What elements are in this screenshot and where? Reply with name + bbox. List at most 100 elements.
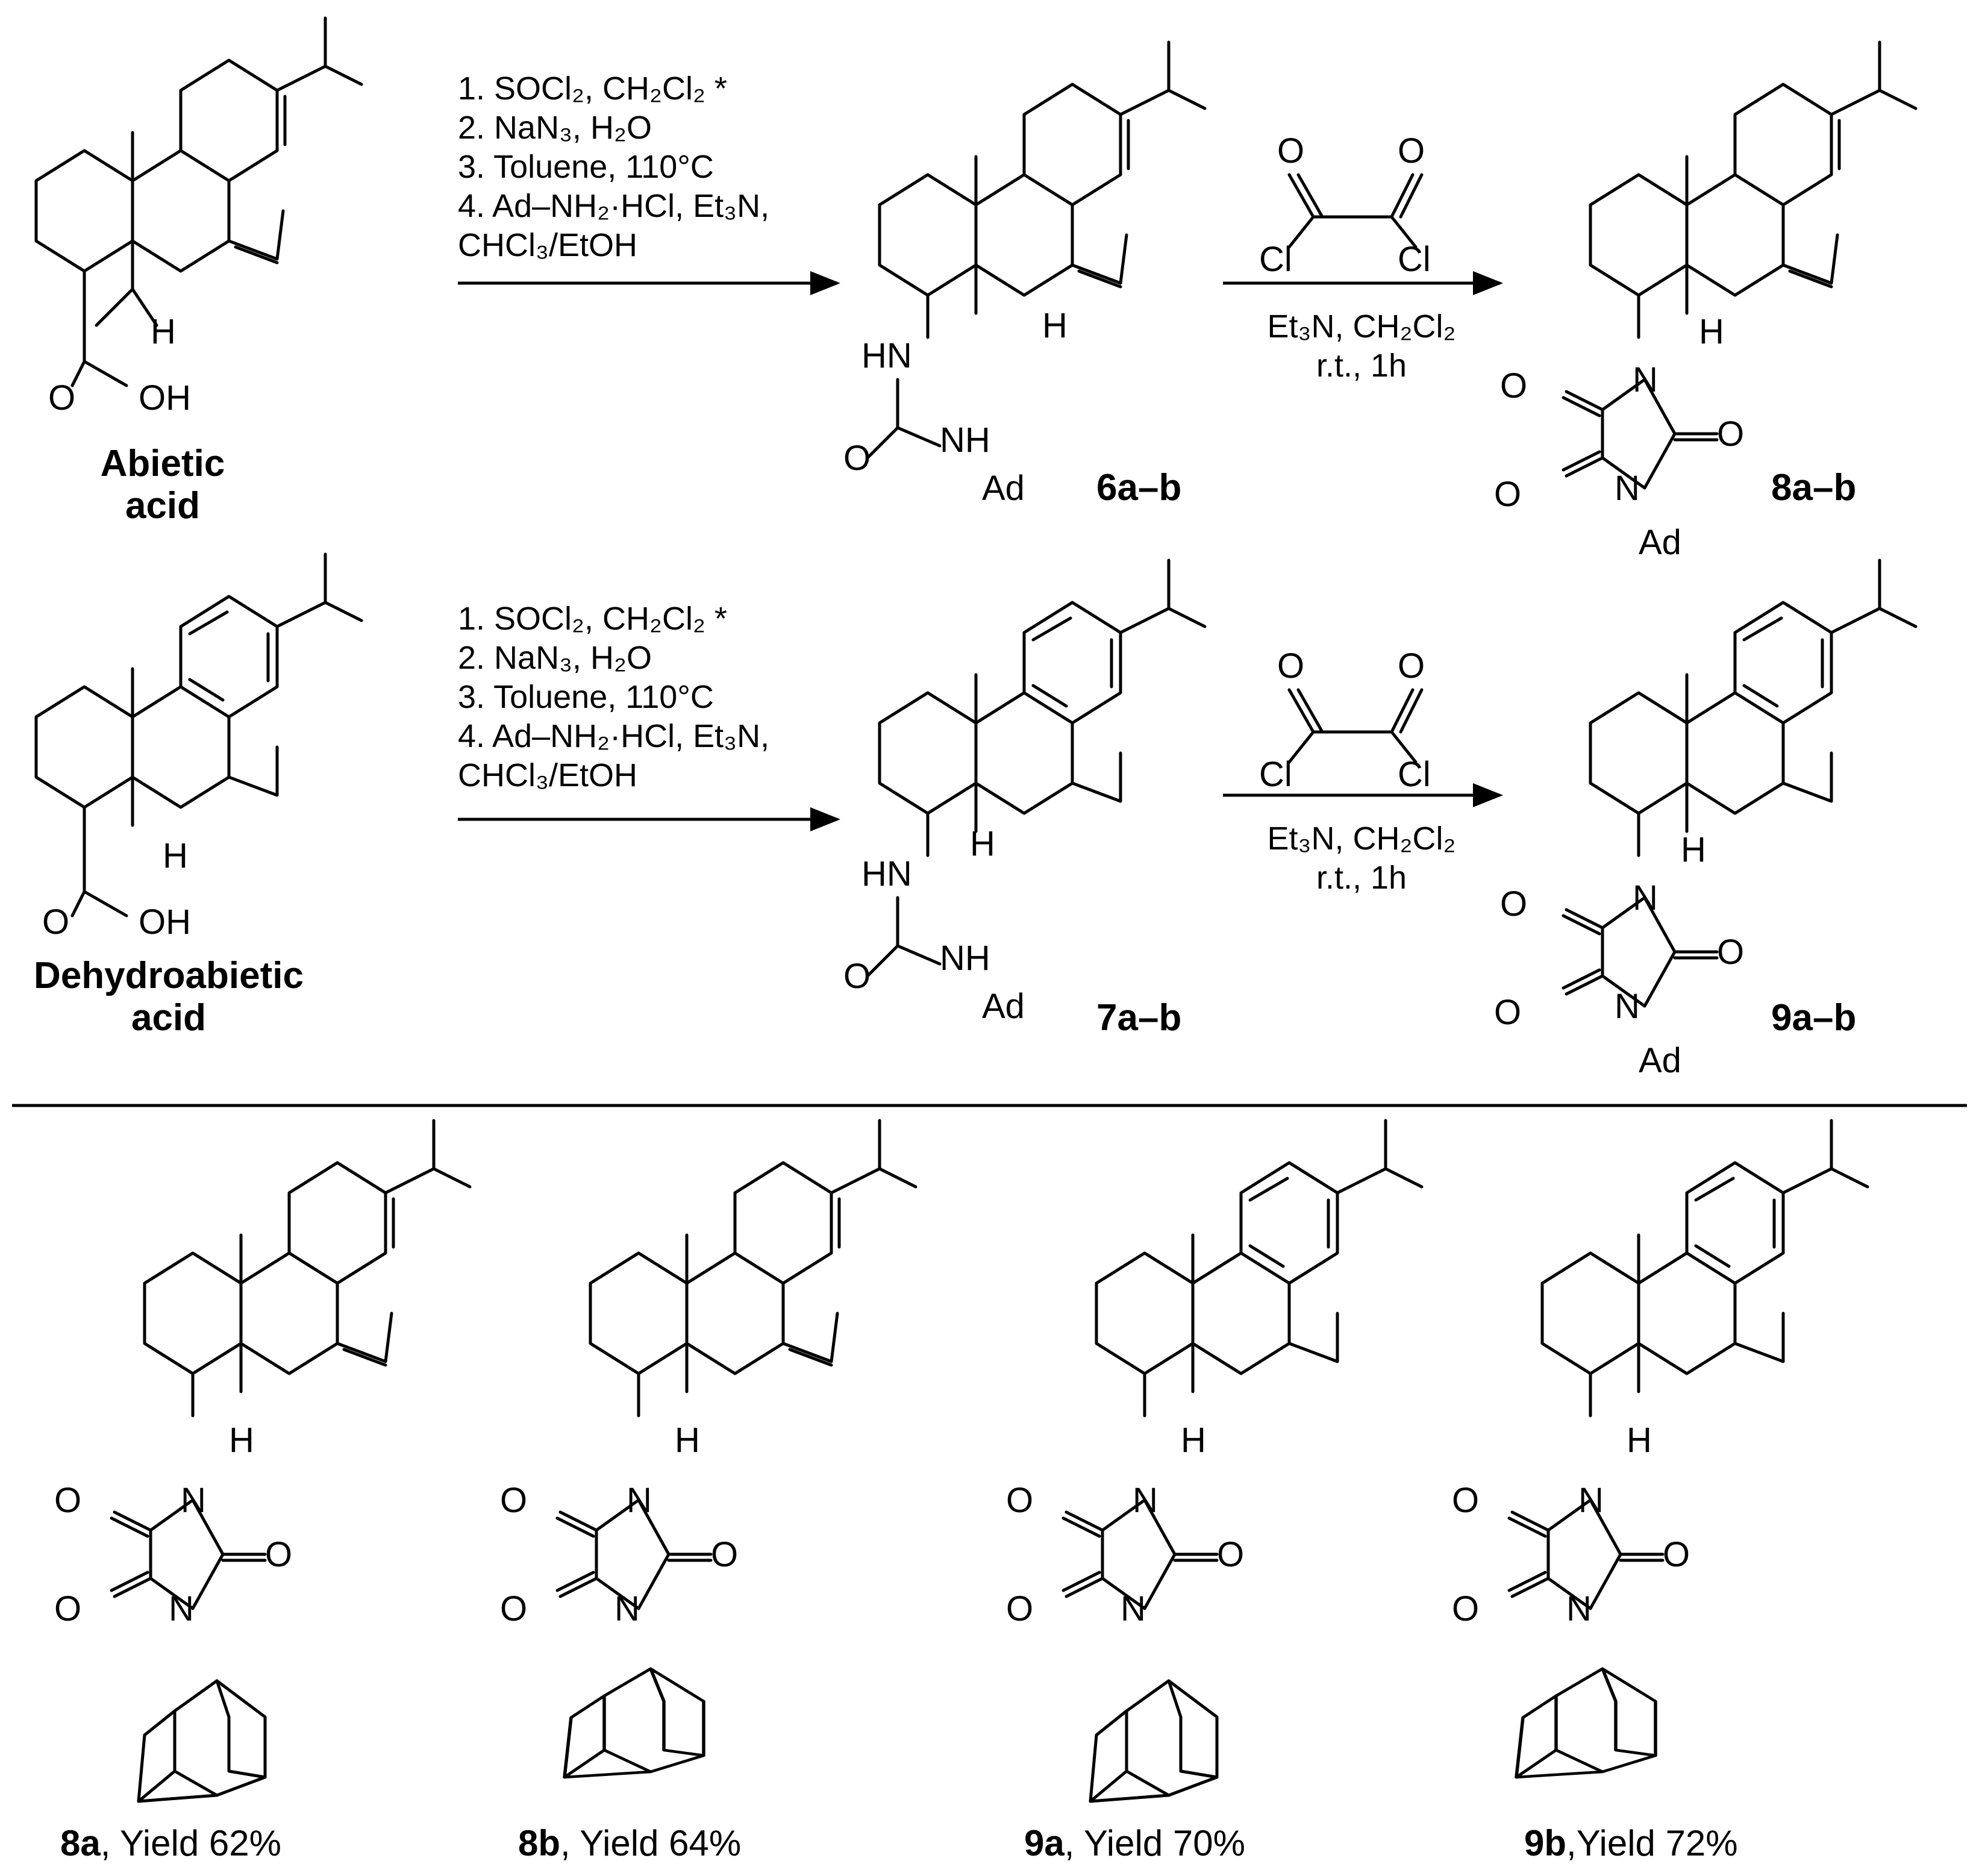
svg-text:O: O <box>500 1589 527 1628</box>
svg-text:O: O <box>1494 475 1521 514</box>
svg-text:H: H <box>1042 306 1068 345</box>
svg-text:NH: NH <box>940 421 990 460</box>
abietic-acid-label-1: Abietic <box>101 443 225 484</box>
svg-text:CHCl₃/EtOH: CHCl₃/EtOH <box>458 227 637 263</box>
svg-text:O: O <box>1398 131 1425 170</box>
yield-9b: 9b,Yield 72% <box>1524 1823 1738 1863</box>
svg-text:Et₃N, CH₂Cl₂: Et₃N, CH₂Cl₂ <box>1268 821 1456 857</box>
compound-9-label: 9a–b <box>1771 997 1856 1039</box>
svg-text:O: O <box>265 1535 292 1574</box>
svg-text:N: N <box>1133 1481 1158 1520</box>
svg-text:N: N <box>181 1481 206 1520</box>
svg-text:O: O <box>1663 1535 1690 1574</box>
reagents-step2-bottom: O O Cl Cl Et₃N, CH₂Cl₂ r.t., 1h <box>1223 646 1503 896</box>
svg-text:OH: OH <box>139 378 191 417</box>
svg-text:O: O <box>843 957 871 996</box>
svg-text:O: O <box>711 1535 738 1574</box>
dehydroabietic-acid-structure: H O OH <box>36 554 361 942</box>
reagents-step1-bottom: 1. SOCl₂, CH₂Cl₂ * 2. NaN₃, H₂O 3. Tolue… <box>458 601 840 831</box>
svg-text:r.t., 1h: r.t., 1h <box>1316 860 1407 896</box>
product-8b-structure: H N O O O N <box>500 1121 916 1777</box>
svg-text:NH: NH <box>940 939 990 978</box>
compound-9-structure: H N O O O N Ad <box>1494 560 1916 1080</box>
svg-text:3. Toluene, 110°C: 3. Toluene, 110°C <box>458 679 714 715</box>
svg-text:H: H <box>970 824 995 863</box>
abietic-acid-structure: H O OH <box>36 18 361 417</box>
svg-text:N: N <box>1566 1589 1592 1628</box>
svg-text:O: O <box>54 1589 81 1628</box>
compound-6-label: 6a–b <box>1096 467 1181 508</box>
svg-text:HN: HN <box>861 336 912 375</box>
svg-text:H: H <box>1681 830 1706 869</box>
reagents-step1-top: 1. SOCl₂, CH₂Cl₂ * 2. NaN₃, H₂O 3. Tolue… <box>458 70 840 295</box>
svg-text:CHCl₃/EtOH: CHCl₃/EtOH <box>458 757 637 793</box>
svg-text:O: O <box>1494 993 1521 1032</box>
svg-text:Ad: Ad <box>1639 523 1681 562</box>
svg-text:Cl: Cl <box>1398 755 1431 794</box>
svg-text:O: O <box>1398 646 1425 686</box>
svg-text:N: N <box>169 1589 194 1628</box>
svg-text:O: O <box>1500 366 1527 405</box>
svg-text:O: O <box>1277 131 1304 170</box>
svg-text:O: O <box>1500 884 1527 924</box>
svg-text:N: N <box>1578 1481 1604 1520</box>
yield-8a: 8a, Yield 62% <box>60 1823 281 1863</box>
svg-text:N: N <box>1633 360 1658 399</box>
svg-text:H: H <box>675 1421 700 1460</box>
product-9b-structure: H N O O O N <box>1452 1121 1868 1777</box>
svg-text:O: O <box>1452 1481 1479 1520</box>
svg-text:Et₃N, CH₂Cl₂: Et₃N, CH₂Cl₂ <box>1268 308 1456 345</box>
svg-text:Cl: Cl <box>1259 755 1292 794</box>
svg-text:H: H <box>1181 1421 1206 1460</box>
svg-text:4. Ad–NH₂·HCl, Et₃N,: 4. Ad–NH₂·HCl, Et₃N, <box>458 188 769 224</box>
svg-text:N: N <box>1633 878 1658 918</box>
dehydroabietic-acid-label-2: acid <box>131 997 206 1039</box>
svg-text:H: H <box>1627 1421 1652 1460</box>
svg-text:O: O <box>1717 414 1744 454</box>
product-8a-structure: H N O O O N <box>54 1121 470 1801</box>
product-9a-structure: H N O O O N <box>1006 1121 1422 1801</box>
svg-text:Cl: Cl <box>1259 240 1292 279</box>
compound-7-structure: H HN O NH Ad <box>843 560 1205 1026</box>
svg-text:Ad: Ad <box>982 469 1025 508</box>
abietic-acid-label-2: acid <box>125 485 200 527</box>
svg-text:O: O <box>500 1481 527 1520</box>
yield-9a: 9a, Yield 70% <box>1024 1823 1245 1863</box>
svg-text:H: H <box>163 836 188 875</box>
svg-text:1. SOCl₂, CH₂Cl₂ *: 1. SOCl₂, CH₂Cl₂ * <box>458 601 727 637</box>
compound-6-structure: H HN O NH Ad <box>843 42 1205 508</box>
svg-text:3. Toluene, 110°C: 3. Toluene, 110°C <box>458 149 714 185</box>
svg-text:N: N <box>614 1589 640 1628</box>
svg-text:1. SOCl₂, CH₂Cl₂ *: 1. SOCl₂, CH₂Cl₂ * <box>458 70 727 107</box>
svg-text:O: O <box>1452 1589 1479 1628</box>
svg-text:O: O <box>1217 1535 1244 1574</box>
svg-text:2. NaN₃, H₂O: 2. NaN₃, H₂O <box>458 110 652 146</box>
svg-text:O: O <box>1006 1589 1033 1628</box>
compound-7-label: 7a–b <box>1096 997 1181 1039</box>
svg-text:H: H <box>1699 312 1724 351</box>
svg-text:O: O <box>42 902 69 942</box>
svg-text:O: O <box>1277 646 1304 686</box>
svg-text:OH: OH <box>139 902 191 942</box>
svg-text:Cl: Cl <box>1398 240 1431 279</box>
svg-text:HN: HN <box>861 854 912 893</box>
svg-text:4. Ad–NH₂·HCl, Et₃N,: 4. Ad–NH₂·HCl, Et₃N, <box>458 718 769 754</box>
reagents-step2-top: O O Cl Cl Et₃N, CH₂Cl₂ r.t., 1h <box>1223 131 1503 384</box>
svg-text:O: O <box>843 439 871 478</box>
svg-text:O: O <box>48 378 75 417</box>
compound-8-structure: H N O O O N Ad <box>1494 42 1916 562</box>
compound-8-label: 8a–b <box>1771 467 1856 508</box>
svg-text:O: O <box>1006 1481 1033 1520</box>
svg-text:N: N <box>1615 987 1640 1026</box>
yield-8b: 8b, Yield 64% <box>518 1823 741 1863</box>
svg-text:O: O <box>1717 933 1744 972</box>
svg-text:N: N <box>627 1481 652 1520</box>
svg-text:Ad: Ad <box>1639 1041 1681 1080</box>
svg-text:H: H <box>151 312 176 351</box>
svg-text:N: N <box>1615 469 1640 508</box>
dehydroabietic-acid-label-1: Dehydroabietic <box>34 955 304 996</box>
svg-text:O: O <box>54 1481 81 1520</box>
svg-text:2. NaN₃, H₂O: 2. NaN₃, H₂O <box>458 640 652 676</box>
svg-text:N: N <box>1121 1589 1146 1628</box>
